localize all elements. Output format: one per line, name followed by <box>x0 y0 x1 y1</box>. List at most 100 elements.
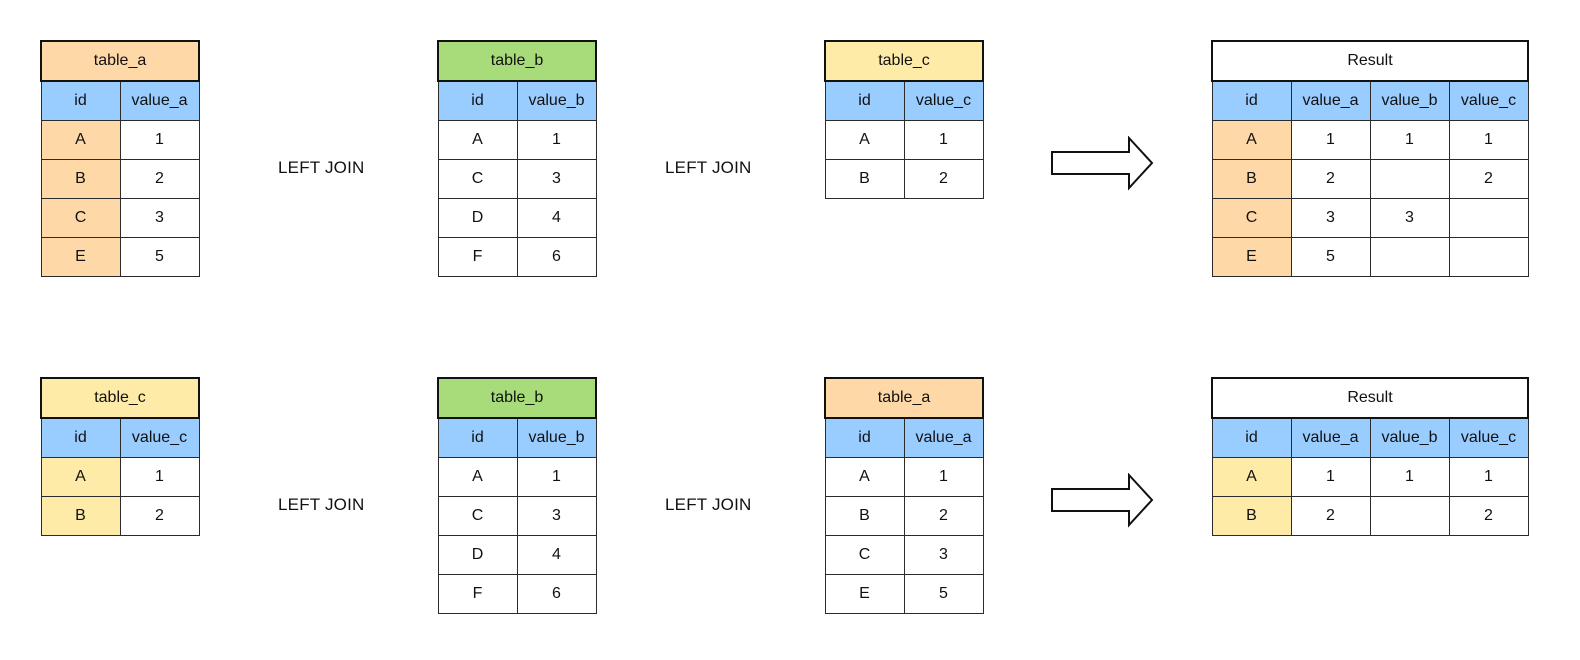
value-cell: 4 <box>516 534 597 575</box>
value-cell: 1 <box>903 119 984 160</box>
id-cell: B <box>40 495 121 536</box>
id-cell: D <box>437 534 518 575</box>
value-cell: 2 <box>1290 158 1371 199</box>
left-join-label: LEFT JOIN <box>278 158 365 177</box>
value-cell: 2 <box>903 495 984 536</box>
table-title-row: table_c <box>824 40 984 82</box>
value-cell: 6 <box>516 573 597 614</box>
column-header: id <box>40 80 121 121</box>
value-cell: 3 <box>516 495 597 536</box>
column-header: value_a <box>903 417 984 458</box>
arrow-shape <box>1051 136 1154 191</box>
column-header: id <box>437 417 518 458</box>
table-title-row: table_a <box>824 377 984 419</box>
value-cell <box>1369 495 1450 536</box>
id-cell: C <box>437 158 518 199</box>
id-cell: B <box>40 158 121 199</box>
id-cell: E <box>824 573 905 614</box>
table-title-row: Result <box>1211 40 1529 82</box>
value-cell: 1 <box>903 456 984 497</box>
column-header: id <box>1211 417 1292 458</box>
value-cell: 3 <box>1369 197 1450 238</box>
value-cell: 2 <box>1448 158 1529 199</box>
table-title-row: table_c <box>40 377 200 419</box>
id-cell: A <box>437 119 518 160</box>
value-cell: 2 <box>119 495 200 536</box>
table-title: table_a <box>824 377 984 419</box>
table-title: table_b <box>437 40 597 82</box>
column-header: value_c <box>903 80 984 121</box>
value-cell: 1 <box>1369 119 1450 160</box>
value-cell: 5 <box>1290 236 1371 277</box>
id-cell: C <box>1211 197 1292 238</box>
value-cell <box>1448 236 1529 277</box>
value-cell: 3 <box>1290 197 1371 238</box>
left-join-label: LEFT JOIN <box>665 158 752 177</box>
table-title-row: table_b <box>437 377 597 419</box>
left-join-label: LEFT JOIN <box>665 495 752 514</box>
value-cell: 1 <box>1369 456 1450 497</box>
id-cell: A <box>824 456 905 497</box>
value-cell <box>1369 236 1450 277</box>
column-header: value_c <box>1448 80 1529 121</box>
column-header: value_c <box>1448 417 1529 458</box>
id-cell: B <box>1211 158 1292 199</box>
value-cell: 4 <box>516 197 597 238</box>
column-header: id <box>437 80 518 121</box>
id-cell: F <box>437 236 518 277</box>
column-header: id <box>824 80 905 121</box>
column-header: value_b <box>516 417 597 458</box>
id-cell: C <box>40 197 121 238</box>
table-title-row: table_b <box>437 40 597 82</box>
arrow-right-icon <box>1051 473 1154 528</box>
id-cell: D <box>437 197 518 238</box>
value-cell: 1 <box>516 456 597 497</box>
value-cell: 2 <box>1448 495 1529 536</box>
table-title: table_c <box>824 40 984 82</box>
value-cell <box>1448 197 1529 238</box>
column-header: id <box>40 417 121 458</box>
id-cell: A <box>1211 119 1292 160</box>
left-join-label: LEFT JOIN <box>278 495 365 514</box>
table-title: table_c <box>40 377 200 419</box>
table-title: table_a <box>40 40 200 82</box>
table-title: table_b <box>437 377 597 419</box>
arrow-shape <box>1051 473 1154 528</box>
id-cell: C <box>437 495 518 536</box>
value-cell: 1 <box>1290 119 1371 160</box>
id-cell: E <box>1211 236 1292 277</box>
arrow-right-icon <box>1051 136 1154 191</box>
value-cell: 5 <box>119 236 200 277</box>
id-cell: C <box>824 534 905 575</box>
column-header: value_a <box>1290 80 1371 121</box>
id-cell: A <box>1211 456 1292 497</box>
